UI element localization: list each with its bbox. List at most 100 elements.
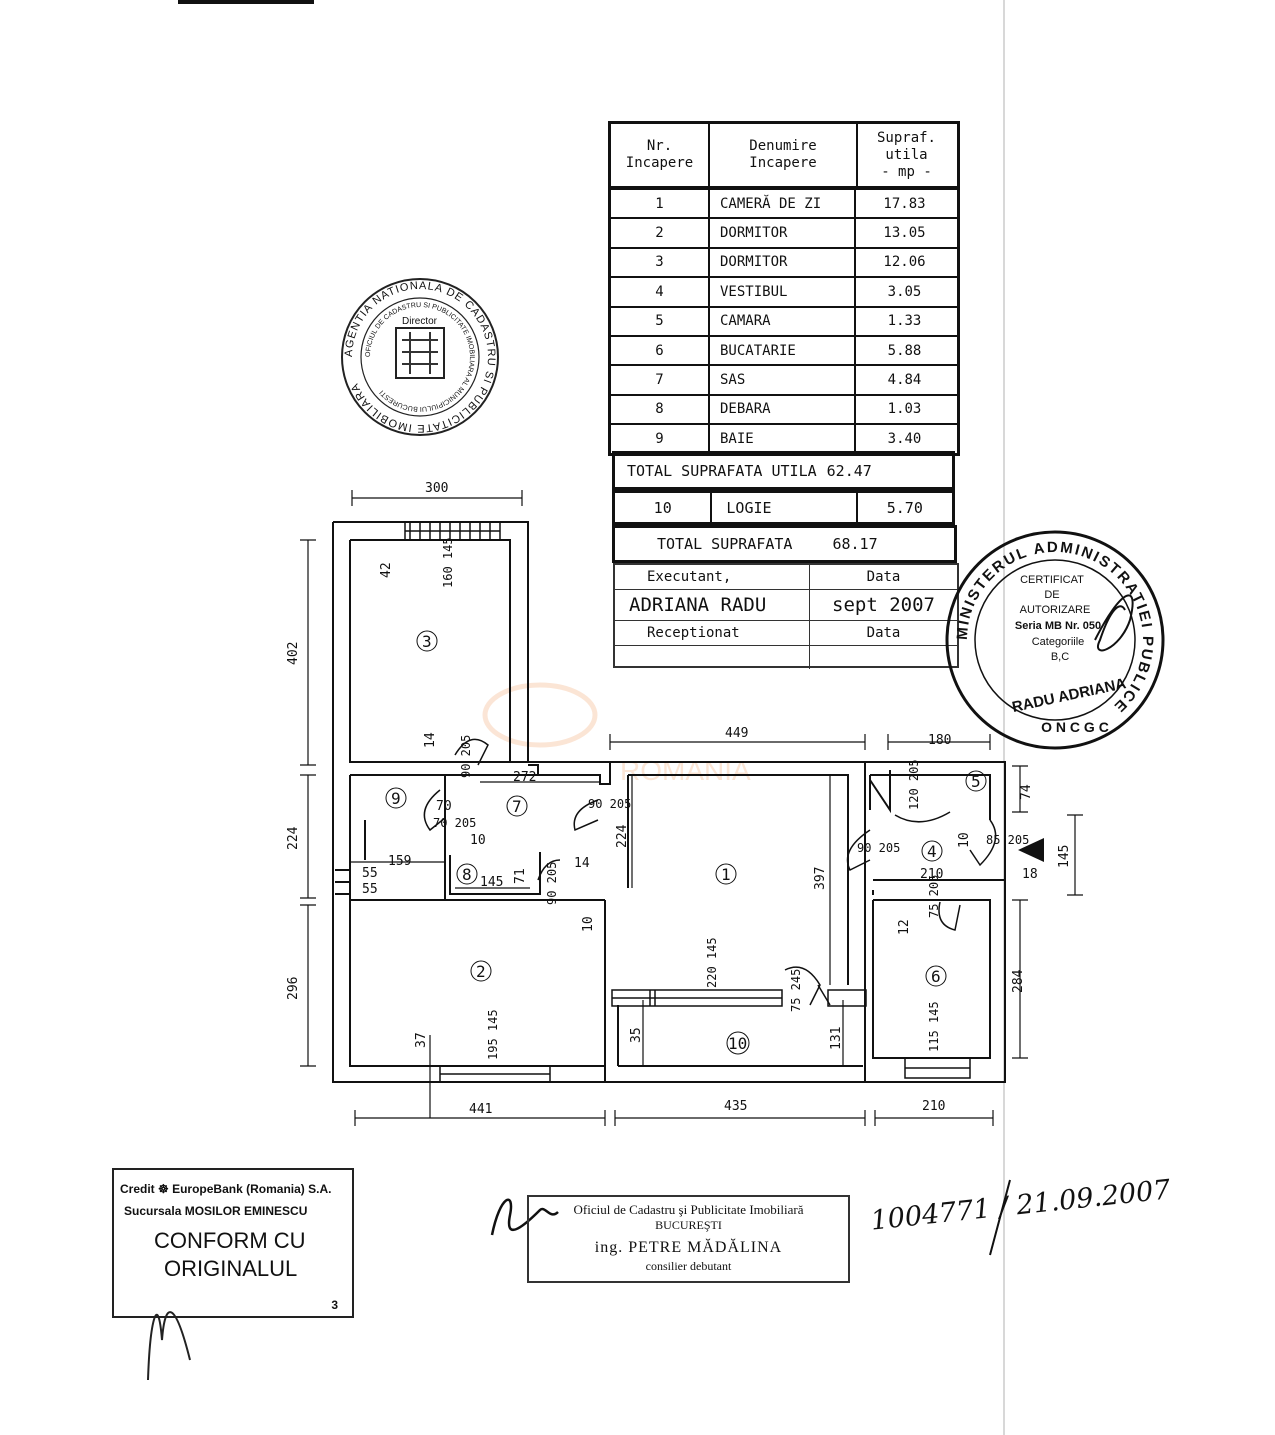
received-date-label: Data	[866, 625, 901, 641]
room-area: 3.05	[887, 283, 922, 300]
dim-145-b: 145	[480, 875, 503, 890]
ministry-stamp: MINISTERUL ADMINISTRATIEI PUBLICE CERTIF…	[945, 530, 1165, 750]
top-edge-bar	[178, 0, 314, 4]
dim-210-mid: 210	[920, 867, 943, 882]
ministry-line: Seria MB Nr. 050	[1015, 620, 1101, 632]
cad-line1: Oficiul de Cadastru şi Publicitate Imobi…	[573, 1202, 804, 1217]
dim-441: 441	[469, 1102, 492, 1117]
cad-line3: ing. PETRE MĂDĂLINA	[594, 1239, 783, 1256]
room-number-7: 7	[512, 797, 522, 816]
dim-300: 300	[425, 481, 448, 496]
bank-stamp: Credit ☸ EuropeBank (Romania) S.A. Sucur…	[112, 1168, 354, 1318]
rooms-table: Nr. Incapere Denumire Incapere Supraf. u…	[608, 121, 960, 456]
dimension-lines	[300, 490, 1083, 1126]
room-name: VESTIBUL	[710, 278, 856, 306]
dim-180: 180	[928, 733, 951, 748]
header-room-name: Denumire Incapere	[710, 124, 858, 186]
room-number-10: 10	[728, 1034, 747, 1053]
cadastru-signature	[490, 1198, 559, 1236]
dim-70: 70	[436, 799, 452, 814]
ancpi-center-text: Director	[402, 316, 438, 327]
dim-296: 296	[286, 977, 301, 1000]
dim-224-left: 224	[286, 826, 301, 850]
logie-area: 5.70	[886, 498, 923, 517]
dim-14a: 14	[423, 732, 438, 748]
bank-number: 3	[331, 1298, 338, 1312]
room-area: 4.84	[887, 372, 922, 389]
executant-label: Executant,	[615, 565, 810, 589]
total-useful-area: TOTAL SUPRAFATA UTILA 62.47	[612, 451, 955, 490]
room-nr: 6	[611, 336, 710, 365]
executant-date-label: Data	[866, 569, 901, 585]
cadastru-stamp: Oficiul de Cadastru şi Publicitate Imobi…	[527, 1195, 850, 1283]
dim-55a: 55	[362, 866, 378, 881]
total-value: 68.17	[832, 535, 878, 553]
room-nr: 1	[611, 190, 710, 218]
room-name: DORMITOR	[710, 248, 856, 277]
dim-18: 18	[1022, 867, 1038, 882]
dim-37: 37	[414, 1032, 429, 1048]
dim-397: 397	[813, 867, 828, 890]
room-number-4: 4	[927, 842, 937, 861]
room-nr: 7	[611, 366, 710, 394]
dim-449: 449	[725, 726, 748, 741]
dim-14b: 14	[574, 856, 590, 871]
dim-131: 131	[829, 1027, 844, 1050]
room-number-9: 9	[391, 789, 401, 808]
ministry-line: DE	[1044, 589, 1059, 601]
total-useful-value: 62.47	[826, 461, 872, 480]
bank-line4: ORIGINALUL	[164, 1256, 298, 1281]
door-label: 90 205	[545, 862, 559, 905]
executant-name: ADRIANA RADU	[615, 590, 810, 620]
signoff-table: Executant, Data ADRIANA RADU sept 2007 Rec…	[613, 563, 959, 669]
dim-284: 284	[1011, 969, 1026, 993]
ancpi-stamp: AGENTIA NATIONALA DE CADASTRU SI PUBLICI…	[341, 278, 499, 436]
total-area: TOTAL SUPRAFATA 68.17	[612, 525, 957, 563]
dim-74: 74	[1019, 784, 1034, 800]
door-label: 90 205	[459, 735, 473, 778]
room-name: DEBARA	[710, 395, 856, 424]
ministry-name: RADU ADRIANA	[1011, 675, 1128, 716]
room-name: SAS	[710, 366, 856, 394]
room-number-8: 8	[462, 865, 472, 884]
door-label: 70 205	[433, 816, 476, 830]
bank-signature	[147, 1311, 191, 1381]
door-label: 85 205	[986, 833, 1029, 847]
cad-line2: BUCUREŞTI	[655, 1218, 722, 1232]
door-label: 90 205	[588, 797, 631, 811]
room-area: 3.40	[887, 430, 922, 447]
room-labels: 1 2 3 4 5 6 7 8 9 10	[385, 630, 987, 1055]
executant-date: sept 2007	[832, 594, 935, 616]
window-label: 195 145	[486, 1009, 500, 1060]
received-label: Receptionat	[615, 621, 810, 645]
room-number-1: 1	[721, 865, 731, 884]
header-room-area: Supraf. utila - mp -	[876, 129, 936, 180]
door-label: 75 205	[927, 875, 941, 918]
window-label: 115 145	[927, 1001, 941, 1052]
ministry-line: Categoriile	[1032, 636, 1085, 648]
dim-12: 12	[897, 919, 912, 935]
room-name: CAMERĂ DE ZI	[710, 190, 856, 218]
ministry-line: CERTIFICAT	[1020, 574, 1084, 586]
room-number-3: 3	[422, 632, 432, 651]
room-area: 5.88	[887, 342, 922, 359]
room-number-2: 2	[476, 962, 486, 981]
dim-10b: 10	[581, 916, 596, 932]
room-name: BAIE	[710, 425, 856, 453]
room-nr: 9	[611, 425, 710, 453]
bank-line2: Sucursala MOSILOR EMINESCU	[124, 1204, 308, 1218]
room-name: DORMITOR	[710, 219, 856, 247]
watermark-text: ROMANIA	[620, 755, 751, 786]
logie-nr: 10	[615, 493, 713, 522]
rooms-table-header: Nr. Incapere Denumire Incapere Supraf. u…	[611, 124, 957, 190]
door-label: 120 205	[907, 759, 921, 810]
bank-line1: Credit ☸ EuropeBank (Romania) S.A.	[120, 1182, 332, 1196]
watermark: ROMANIA	[482, 682, 751, 786]
